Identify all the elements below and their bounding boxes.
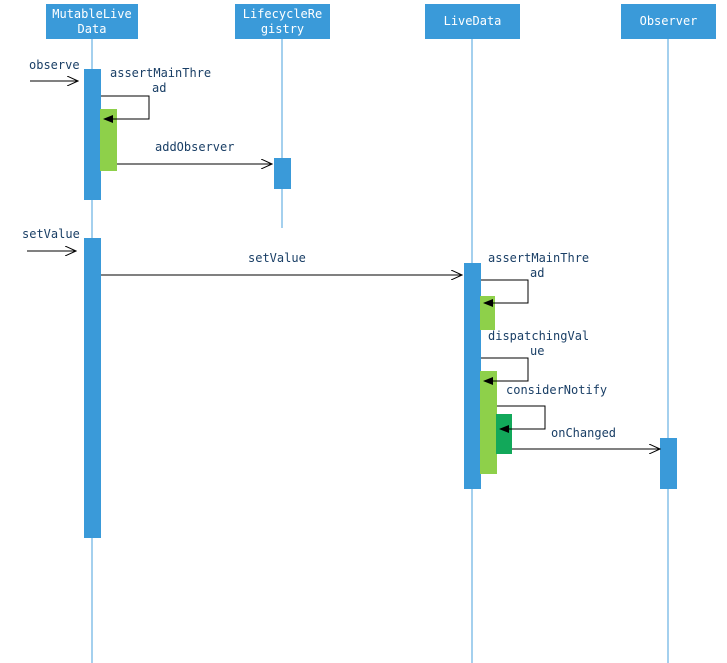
label-setvalue-incoming: setValue xyxy=(22,227,80,241)
participant-lifecycleregistry: LifecycleRe gistry xyxy=(235,4,330,39)
participant-observer-label: Observer xyxy=(639,14,698,28)
participant-mutablelivedata-line1: MutableLive xyxy=(52,6,132,21)
label-dispatchingvalue-b: ue xyxy=(530,344,545,358)
participant-mutablelivedata: MutableLive Data xyxy=(46,4,138,39)
label-dispatchingvalue-a: dispatchingVal xyxy=(488,329,590,343)
participant-livedata: LiveData xyxy=(425,4,520,39)
arrow-considernotify xyxy=(497,405,546,433)
label-setvalue-call: setValue xyxy=(248,251,306,265)
activation-assertmainthread-2 xyxy=(480,296,495,330)
activation-considernotify xyxy=(496,414,512,454)
label-addobserver: addObserver xyxy=(155,140,235,154)
label-observe: observe xyxy=(29,58,80,72)
label-assertmainthread-2b: ad xyxy=(530,266,545,280)
participant-mutablelivedata-line2: Data xyxy=(77,21,107,36)
arrow-dispatchingvalue xyxy=(481,357,529,385)
activation-mutablelivedata-setvalue xyxy=(84,238,101,538)
label-assertmainthread-2a: assertMainThre xyxy=(488,251,590,265)
participant-lifecycleregistry-line2: gistry xyxy=(260,21,305,36)
activation-lifecycleregistry xyxy=(274,158,291,189)
activation-dispatchingvalue xyxy=(480,371,497,474)
label-onchanged: onChanged xyxy=(551,426,617,440)
participant-livedata-label: LiveData xyxy=(443,14,502,28)
activation-assertmainthread-1 xyxy=(100,109,117,171)
participant-observer: Observer xyxy=(621,4,716,39)
label-assertmainthread-1a: assertMainThre xyxy=(110,66,212,80)
arrow-assertmainthread-1 xyxy=(101,95,150,123)
activation-observer xyxy=(660,438,677,489)
activation-livedata xyxy=(464,263,481,489)
activation-mutablelivedata-observe xyxy=(84,69,101,200)
label-assertmainthread-1b: ad xyxy=(152,81,167,95)
participant-lifecycleregistry-line1: LifecycleRe xyxy=(242,6,323,21)
label-considernotify: considerNotify xyxy=(506,383,608,397)
arrow-assertmainthread-2 xyxy=(481,279,529,307)
